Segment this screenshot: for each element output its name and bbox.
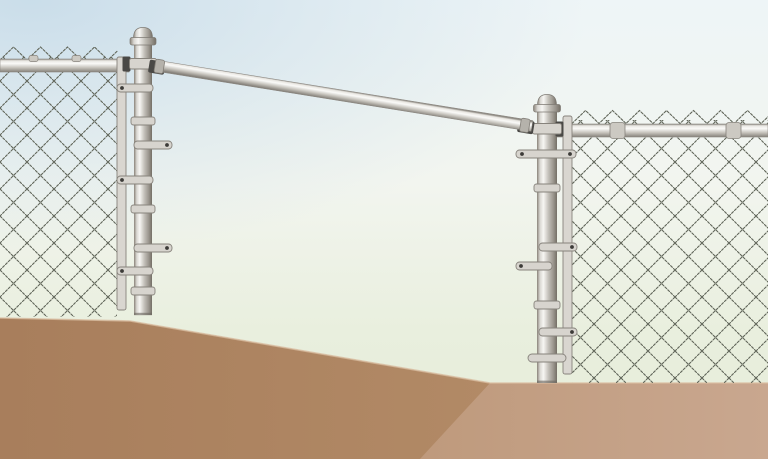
post-cap-dome-left: [133, 27, 153, 39]
post-cap-rim-left: [129, 37, 157, 46]
rail-sleeve-2: [725, 122, 742, 139]
post-collar: [130, 204, 156, 214]
brace-band-right: [532, 123, 562, 135]
rail-end-cup-right: [519, 117, 531, 133]
post-cap-dome-right: [537, 94, 557, 106]
right-terminal-post: [515, 94, 578, 383]
mesh-selvage-twists-right: [571, 109, 768, 125]
post-collar: [130, 286, 156, 296]
rail-end-cup-left: [153, 58, 165, 74]
left-fence-panel: [0, 46, 130, 317]
tension-band: [515, 261, 553, 271]
wire-tie-left-2: [71, 55, 82, 62]
left-terminal-post: [116, 27, 173, 316]
ground-slope-face: [0, 318, 490, 459]
post-collar: [533, 300, 561, 310]
post-collar: [130, 116, 156, 126]
sloped-top-rail: [148, 58, 535, 135]
tension-band: [538, 327, 578, 337]
wire-tie-left-1: [28, 55, 39, 62]
post-cap-rim-right: [533, 104, 561, 113]
tension-band: [133, 243, 173, 253]
tension-band: [515, 149, 577, 159]
chain-link-mesh-left: [0, 57, 117, 317]
rail-sleeve-1: [609, 122, 626, 139]
rail-end-clamp-left-panel: [122, 56, 131, 72]
chain-link-mesh-right: [572, 120, 768, 383]
tension-band: [116, 83, 154, 93]
mesh-selvage-twists-left: [0, 46, 118, 61]
right-fence-panel: [555, 109, 768, 383]
left-top-rail: [0, 58, 130, 73]
post-base-left: [134, 312, 152, 316]
post-collar: [533, 183, 561, 193]
tension-band: [116, 266, 154, 276]
tension-band: [133, 140, 173, 150]
ground: [0, 317, 768, 459]
post-base-right: [537, 380, 557, 383]
post-collar-with-ears: [527, 353, 567, 363]
tension-band: [116, 175, 154, 185]
tension-band: [538, 242, 578, 252]
